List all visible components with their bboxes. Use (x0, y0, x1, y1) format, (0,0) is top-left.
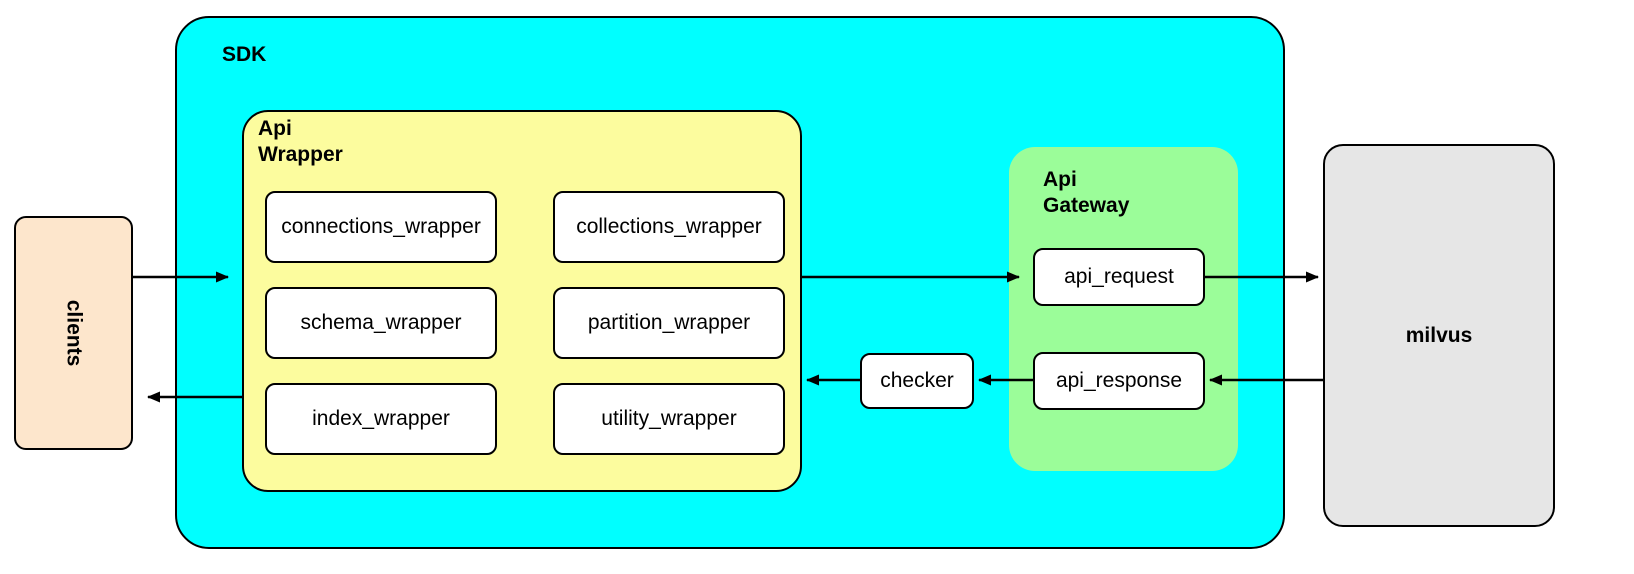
collections-wrapper-box[interactable]: collections_wrapper (553, 191, 785, 263)
clients-label: clients (62, 299, 86, 367)
index-wrapper-box[interactable]: index_wrapper (265, 383, 497, 455)
api-wrapper-label: Api Wrapper (258, 117, 343, 166)
sdk-label: SDK (222, 43, 267, 66)
api-response-box[interactable]: api_response (1033, 352, 1205, 410)
milvus-box[interactable]: milvus (1323, 144, 1555, 527)
api-gateway-container (1009, 147, 1238, 471)
utility-wrapper-box[interactable]: utility_wrapper (553, 383, 785, 455)
api-gateway-label: Api Gateway (1043, 168, 1130, 217)
api-request-box[interactable]: api_request (1033, 248, 1205, 306)
checker-box[interactable]: checker (860, 353, 974, 409)
clients-box[interactable]: clients (14, 216, 133, 450)
connections-wrapper-box[interactable]: connections_wrapper (265, 191, 497, 263)
schema-wrapper-box[interactable]: schema_wrapper (265, 287, 497, 359)
partition-wrapper-box[interactable]: partition_wrapper (553, 287, 785, 359)
